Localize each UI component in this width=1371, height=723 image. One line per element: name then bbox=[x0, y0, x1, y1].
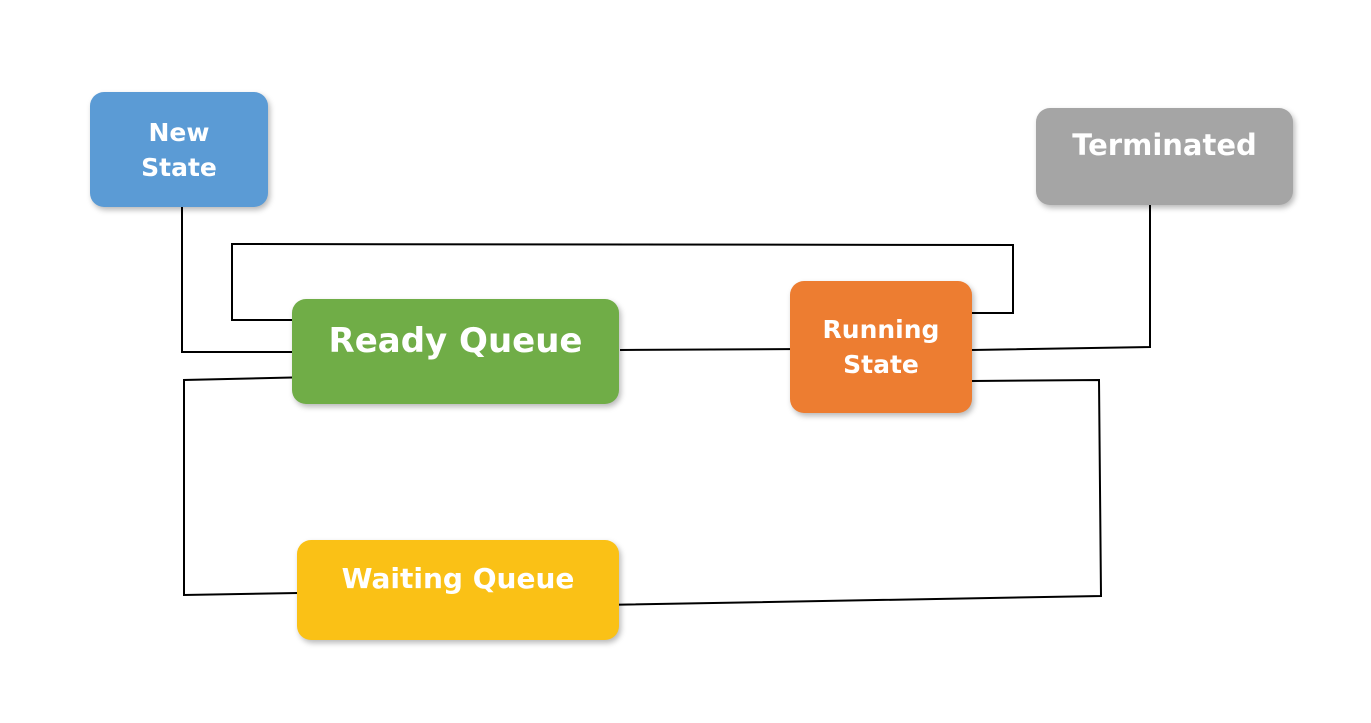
node-running-state-line-2: State bbox=[843, 350, 919, 379]
edge-running-to-terminated bbox=[971, 187, 1155, 351]
node-new-state-line-1: New bbox=[148, 117, 210, 147]
edge-new-to-ready bbox=[181, 205, 315, 357]
edge-ready-to-running bbox=[619, 344, 807, 355]
node-new-state: New State bbox=[90, 92, 268, 207]
node-ready-queue: Ready Queue bbox=[292, 299, 619, 404]
node-waiting-queue-label: Waiting Queue bbox=[341, 562, 575, 596]
node-ready-queue-label: Ready Queue bbox=[328, 320, 583, 361]
edge-running-to-waiting bbox=[600, 378, 1103, 610]
node-waiting-queue: Waiting Queue bbox=[297, 540, 619, 640]
edge-running-to-ready bbox=[231, 242, 1014, 325]
node-new-state-line-2: State bbox=[141, 152, 217, 182]
node-terminated: Terminated bbox=[1036, 108, 1293, 205]
node-running-state: Running State bbox=[790, 281, 972, 413]
node-running-state-line-1: Running bbox=[822, 315, 940, 344]
node-terminated-label: Terminated bbox=[1072, 128, 1257, 163]
edge-waiting-to-ready bbox=[183, 372, 315, 597]
